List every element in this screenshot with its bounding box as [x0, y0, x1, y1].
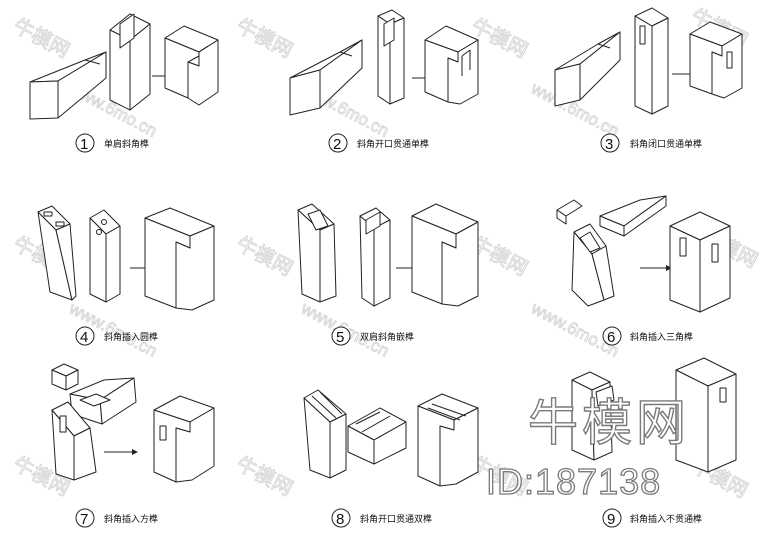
caption-number: 4 — [80, 329, 88, 346]
brand-id-text: ID:187138 — [486, 461, 661, 502]
panel-4: 4 斜角插入圆榫 — [37, 205, 215, 346]
caption-number: 3 — [605, 136, 613, 153]
caption-label: 斜角插入三角榫 — [630, 331, 693, 343]
panel-7: 7 斜角插入方榫 — [51, 363, 215, 528]
watermark-brand: 牛模网 — [233, 451, 297, 500]
caption-number: 7 — [80, 511, 88, 528]
caption-circle — [602, 326, 622, 346]
caption-number: 9 — [607, 511, 615, 528]
watermark-brand: 牛模网 — [233, 13, 297, 62]
caption-label: 斜角插入圆榫 — [104, 331, 158, 343]
caption-circle — [75, 326, 95, 346]
brand-overlay: 牛模网 ID:187138 — [485, 393, 690, 502]
watermark-brand: 牛模网 — [233, 231, 297, 280]
caption-circle — [602, 508, 622, 528]
watermark-brand: 牛模网 — [10, 13, 74, 62]
panel-2: 2 斜角开口贯通单榫 — [289, 9, 479, 153]
caption-number: 6 — [607, 329, 615, 346]
caption-label: 双肩斜角嵌榫 — [360, 331, 414, 343]
caption-label: 斜角闭口贯通单榫 — [630, 138, 702, 150]
panel-9: 9 斜角插入不贯通榫 — [571, 357, 737, 528]
caption-circle — [331, 508, 351, 528]
caption-label: 斜角开口贯通双榫 — [360, 513, 432, 525]
caption-label: 斜角插入方榫 — [104, 513, 158, 525]
caption-circle — [600, 133, 620, 153]
caption-number: 2 — [333, 136, 341, 153]
caption-circle — [75, 133, 95, 153]
caption-label: 斜角插入不贯通榫 — [630, 513, 702, 525]
panel-1: 1 单肩斜角榫 — [29, 13, 219, 153]
panel-5: 5 双肩斜角嵌榫 — [297, 203, 479, 346]
caption-number: 5 — [336, 329, 344, 346]
brand-logo-text: 牛模网 — [528, 394, 690, 452]
caption-label: 单肩斜角榫 — [104, 138, 149, 150]
caption-number: 8 — [336, 511, 344, 528]
panel-8: 8 斜角开口贯通双榫 — [303, 389, 479, 528]
caption-circle — [75, 508, 95, 528]
panel-6: 6 斜角插入三角榫 — [556, 195, 731, 346]
panel-3: 3 斜角闭口贯通单榫 — [554, 7, 743, 153]
caption-number: 1 — [80, 136, 88, 153]
caption-circle — [331, 326, 351, 346]
caption-label: 斜角开口贯通单榫 — [357, 138, 429, 150]
caption-circle — [328, 133, 348, 153]
